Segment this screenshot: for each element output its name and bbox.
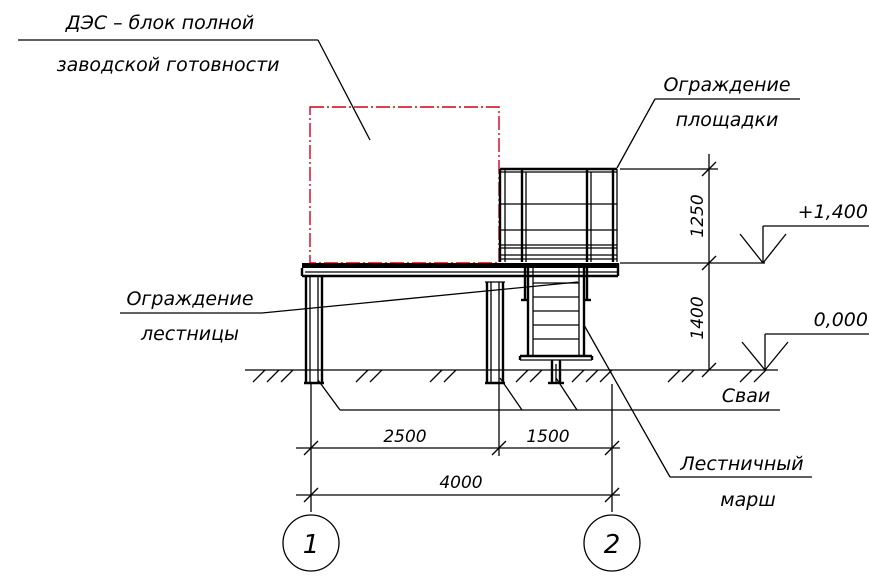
platform-fence-label-line2: площадки bbox=[676, 109, 779, 131]
stair-fence-label-line1: Ограждение bbox=[126, 288, 253, 310]
des-block-outline bbox=[309, 106, 500, 264]
dim-height-bottom: 1400 bbox=[688, 296, 708, 339]
platform-deck bbox=[300, 254, 620, 278]
leader-stair-flight bbox=[583, 324, 812, 478]
dim-span-left: 2500 bbox=[383, 427, 426, 447]
dim-span-total: 4000 bbox=[439, 473, 482, 493]
leader-des-block bbox=[18, 39, 371, 141]
stair-pile bbox=[548, 360, 564, 385]
dim-height-top: 1250 bbox=[688, 194, 708, 237]
elevation-mark-ground bbox=[741, 333, 869, 371]
horizontal-dimension-spans bbox=[296, 384, 620, 512]
elevation-upper-label: +1,400 bbox=[798, 201, 868, 223]
leader-platform-fence bbox=[616, 98, 800, 169]
middle-column bbox=[485, 281, 505, 385]
axis-label-2: 2 bbox=[604, 530, 621, 560]
platform-fence bbox=[498, 167, 618, 262]
platform-fence-label-line1: Ограждение bbox=[663, 74, 790, 96]
leader-stair-fence bbox=[120, 281, 579, 314]
des-label-line2: заводской готовности bbox=[56, 54, 279, 76]
elevation-mark-upper bbox=[739, 225, 869, 264]
piles-label: Сваи bbox=[722, 385, 770, 407]
des-label-line1: ДЭС – блок полной bbox=[65, 12, 255, 34]
elevation-ground-label: 0,000 bbox=[814, 309, 868, 331]
stair-flight-label-line2: марш bbox=[720, 489, 775, 511]
ground-line bbox=[245, 369, 778, 383]
left-column bbox=[304, 276, 324, 385]
vertical-dimension bbox=[620, 154, 765, 378]
dim-span-right: 1500 bbox=[526, 427, 569, 447]
stair-fence-label-line2: лестницы bbox=[140, 323, 239, 345]
axis-label-1: 1 bbox=[303, 530, 320, 560]
axis-marker-1 bbox=[282, 514, 340, 572]
stair-flight bbox=[518, 265, 594, 361]
stair-flight-label-line1: Лестничный bbox=[679, 453, 803, 475]
leader-piles bbox=[317, 377, 780, 411]
axis-marker-2 bbox=[583, 514, 641, 572]
